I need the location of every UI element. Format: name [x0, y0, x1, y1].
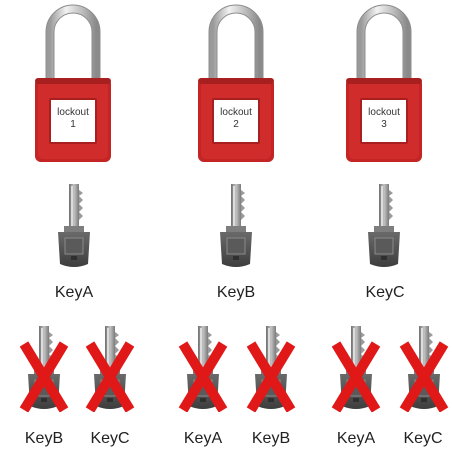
lock-tag-line1: lockout: [51, 107, 95, 119]
crossed-key-icon: [177, 322, 229, 412]
crossed-key-4-label: KeyB: [241, 430, 301, 448]
padlock-1: lockout 1: [34, 2, 112, 162]
padlock-2: lockout 2: [197, 2, 275, 162]
crossed-key-icon: [84, 322, 136, 412]
lock-tag-line1: lockout: [214, 107, 258, 119]
key-c-label: KeyC: [345, 284, 425, 302]
crossed-key-icon: [398, 322, 450, 412]
key-a-label: KeyA: [34, 284, 114, 302]
lock-tag: lockout 1: [51, 107, 95, 131]
key-b: [214, 180, 258, 270]
lock-tag-line2: 1: [51, 119, 95, 131]
crossed-key-5-label: KeyA: [326, 430, 386, 448]
padlock-3: lockout 3: [345, 2, 423, 162]
key-b-label: KeyB: [196, 284, 276, 302]
crossed-key-6-label: KeyC: [393, 430, 453, 448]
crossed-key-icon: [330, 322, 382, 412]
crossed-key-6: [398, 322, 450, 412]
padlock-icon: [345, 2, 423, 162]
lock-tag-line2: 2: [214, 119, 258, 131]
crossed-key-4: [245, 322, 297, 412]
crossed-key-3: [177, 322, 229, 412]
lock-tag: lockout 3: [362, 107, 406, 131]
crossed-key-1: [18, 322, 70, 412]
key-icon: [362, 180, 406, 270]
key-c: [362, 180, 406, 270]
padlock-icon: [197, 2, 275, 162]
key-a: [52, 180, 96, 270]
crossed-key-icon: [18, 322, 70, 412]
padlock-icon: [34, 2, 112, 162]
lock-tag-line2: 3: [362, 119, 406, 131]
crossed-key-icon: [245, 322, 297, 412]
crossed-key-2: [84, 322, 136, 412]
key-icon: [52, 180, 96, 270]
key-icon: [214, 180, 258, 270]
lock-tag: lockout 2: [214, 107, 258, 131]
crossed-key-5: [330, 322, 382, 412]
crossed-key-2-label: KeyC: [80, 430, 140, 448]
crossed-key-1-label: KeyB: [14, 430, 74, 448]
lock-tag-line1: lockout: [362, 107, 406, 119]
crossed-key-3-label: KeyA: [173, 430, 233, 448]
